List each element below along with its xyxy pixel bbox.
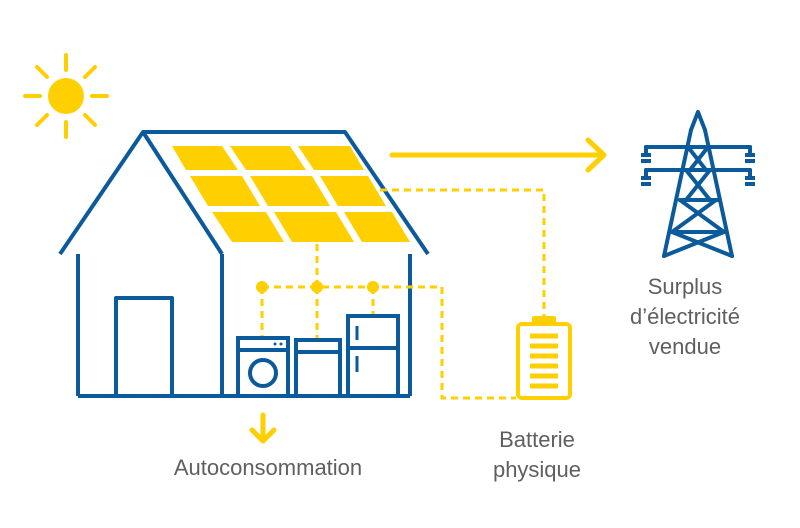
house-door	[114, 296, 174, 398]
power-pylon-icon	[644, 110, 752, 258]
arrow-down-icon	[249, 412, 277, 444]
sun-icon	[23, 53, 109, 139]
dryer-icon	[294, 338, 342, 398]
surplus-label-line2: d’électricité	[629, 304, 741, 329]
battery-label-line2: physique	[492, 457, 582, 482]
autoconsommation-label: Autoconsommation	[128, 453, 408, 483]
fridge-icon	[346, 314, 400, 398]
surplus-label: Surplus d’électricité vendue	[600, 272, 770, 362]
dashed-wiring	[260, 188, 546, 400]
battery-icon	[516, 316, 572, 400]
surplus-label-line1: Surplus	[647, 274, 723, 299]
solar-panels	[172, 146, 410, 242]
surplus-label-line3: vendue	[648, 334, 722, 359]
house-roof	[58, 130, 430, 256]
arrow-to-grid-icon	[389, 137, 607, 173]
battery-label-line1: Batterie	[499, 427, 575, 452]
washing-machine-icon	[236, 336, 290, 398]
roof-inner-line	[141, 130, 224, 256]
house	[58, 130, 430, 398]
pylon-insulators	[641, 153, 755, 186]
autoconsommation-text: Autoconsommation	[173, 455, 363, 480]
battery-label: Batterie physique	[452, 425, 622, 485]
wiring-junctions	[256, 281, 379, 293]
